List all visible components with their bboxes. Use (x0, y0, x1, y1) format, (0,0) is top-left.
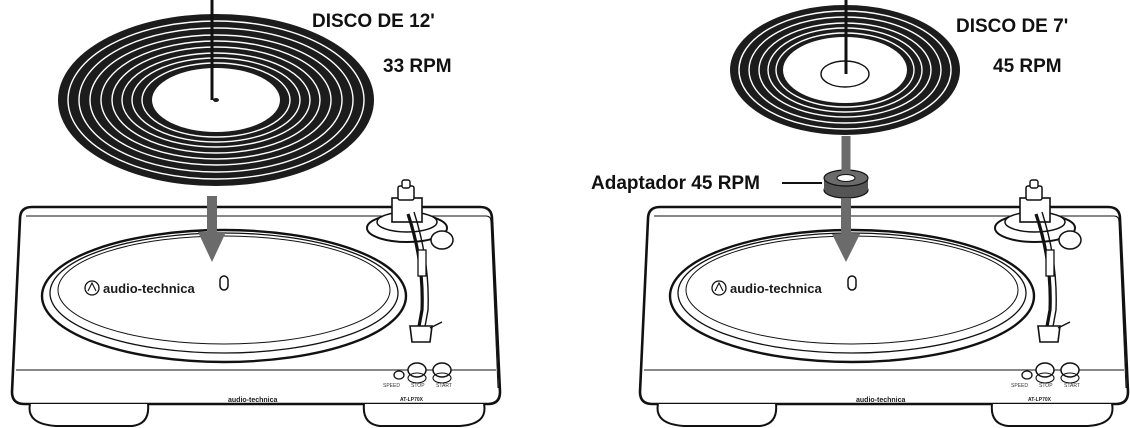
plinth-brand: audio-technica (856, 397, 906, 404)
speed-button-label: SPEED (1011, 383, 1028, 389)
model-name: AT-LP70X (400, 397, 424, 403)
speed-button-label: SPEED (383, 383, 400, 389)
start-button-label: START (1064, 383, 1080, 389)
arrow-down-icon (198, 0, 226, 262)
turntable-left: audio-technica audio-technica AT-LP70X S… (10, 178, 502, 428)
record-size-label: DISCO DE 12' (312, 11, 435, 32)
adapter-45-rpm (823, 169, 869, 199)
stop-button-label: STOP (1039, 383, 1053, 389)
audio-technica-logo-icon (84, 280, 100, 296)
arrow-down-icon (832, 0, 860, 262)
adapter-label: Adaptador 45 RPM (591, 173, 760, 194)
platter-brand: audio-technica (103, 281, 196, 296)
audio-technica-logo-icon (711, 280, 727, 296)
turntable-right: audio-technica audio-technica AT-LP70X S… (638, 178, 1130, 428)
record-size-label: DISCO DE 7' (956, 16, 1068, 37)
record-12-inch (58, 14, 374, 186)
start-button-label: START (436, 383, 452, 389)
right-panel: audio-technica audio-technica AT-LP70X S… (591, 0, 1130, 428)
stop-button-label: STOP (411, 383, 425, 389)
platter-brand: audio-technica (730, 281, 823, 296)
speed-label: 45 RPM (993, 56, 1062, 77)
speed-label: 33 RPM (383, 56, 452, 77)
left-panel: audio-technica audio-technica AT-LP70X S… (10, 0, 502, 428)
plinth-brand: audio-technica (228, 397, 278, 404)
model-name: AT-LP70X (1028, 397, 1052, 403)
